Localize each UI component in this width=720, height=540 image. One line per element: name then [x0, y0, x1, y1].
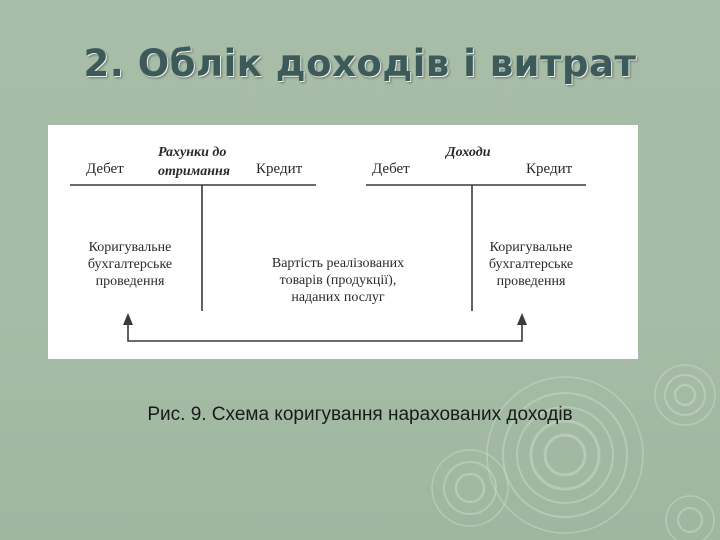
left-credit-label: Кредит — [256, 161, 303, 177]
connector-line — [127, 321, 523, 342]
right-debit-label: Дебет — [372, 161, 410, 177]
t-account-diagram: Рахунки до отримання Дебет Кредит Доходи… — [48, 125, 638, 359]
right-credit-label: Кредит — [526, 161, 573, 177]
right-credit-entry: Коригувальне бухгалтерське проведення — [488, 240, 574, 289]
left-debit-label: Дебет — [86, 161, 124, 177]
left-account-title-2: отримання — [158, 164, 231, 179]
diagram-lines — [70, 184, 586, 342]
left-arrow-head — [123, 313, 133, 325]
figure-caption: Рис. 9. Схема коригування нарахованих до… — [147, 404, 573, 425]
left-account-title: Рахунки до — [158, 145, 227, 160]
left-debit-entry: Коригувальне бухгалтерське проведення — [87, 240, 173, 289]
right-arrow-head — [517, 313, 527, 325]
middle-description: Вартість реалізованих товарів (продукції… — [271, 256, 405, 305]
slide-title: 2. Облік доходів і витрат — [83, 42, 637, 85]
right-account-title: Доходи — [446, 145, 491, 160]
